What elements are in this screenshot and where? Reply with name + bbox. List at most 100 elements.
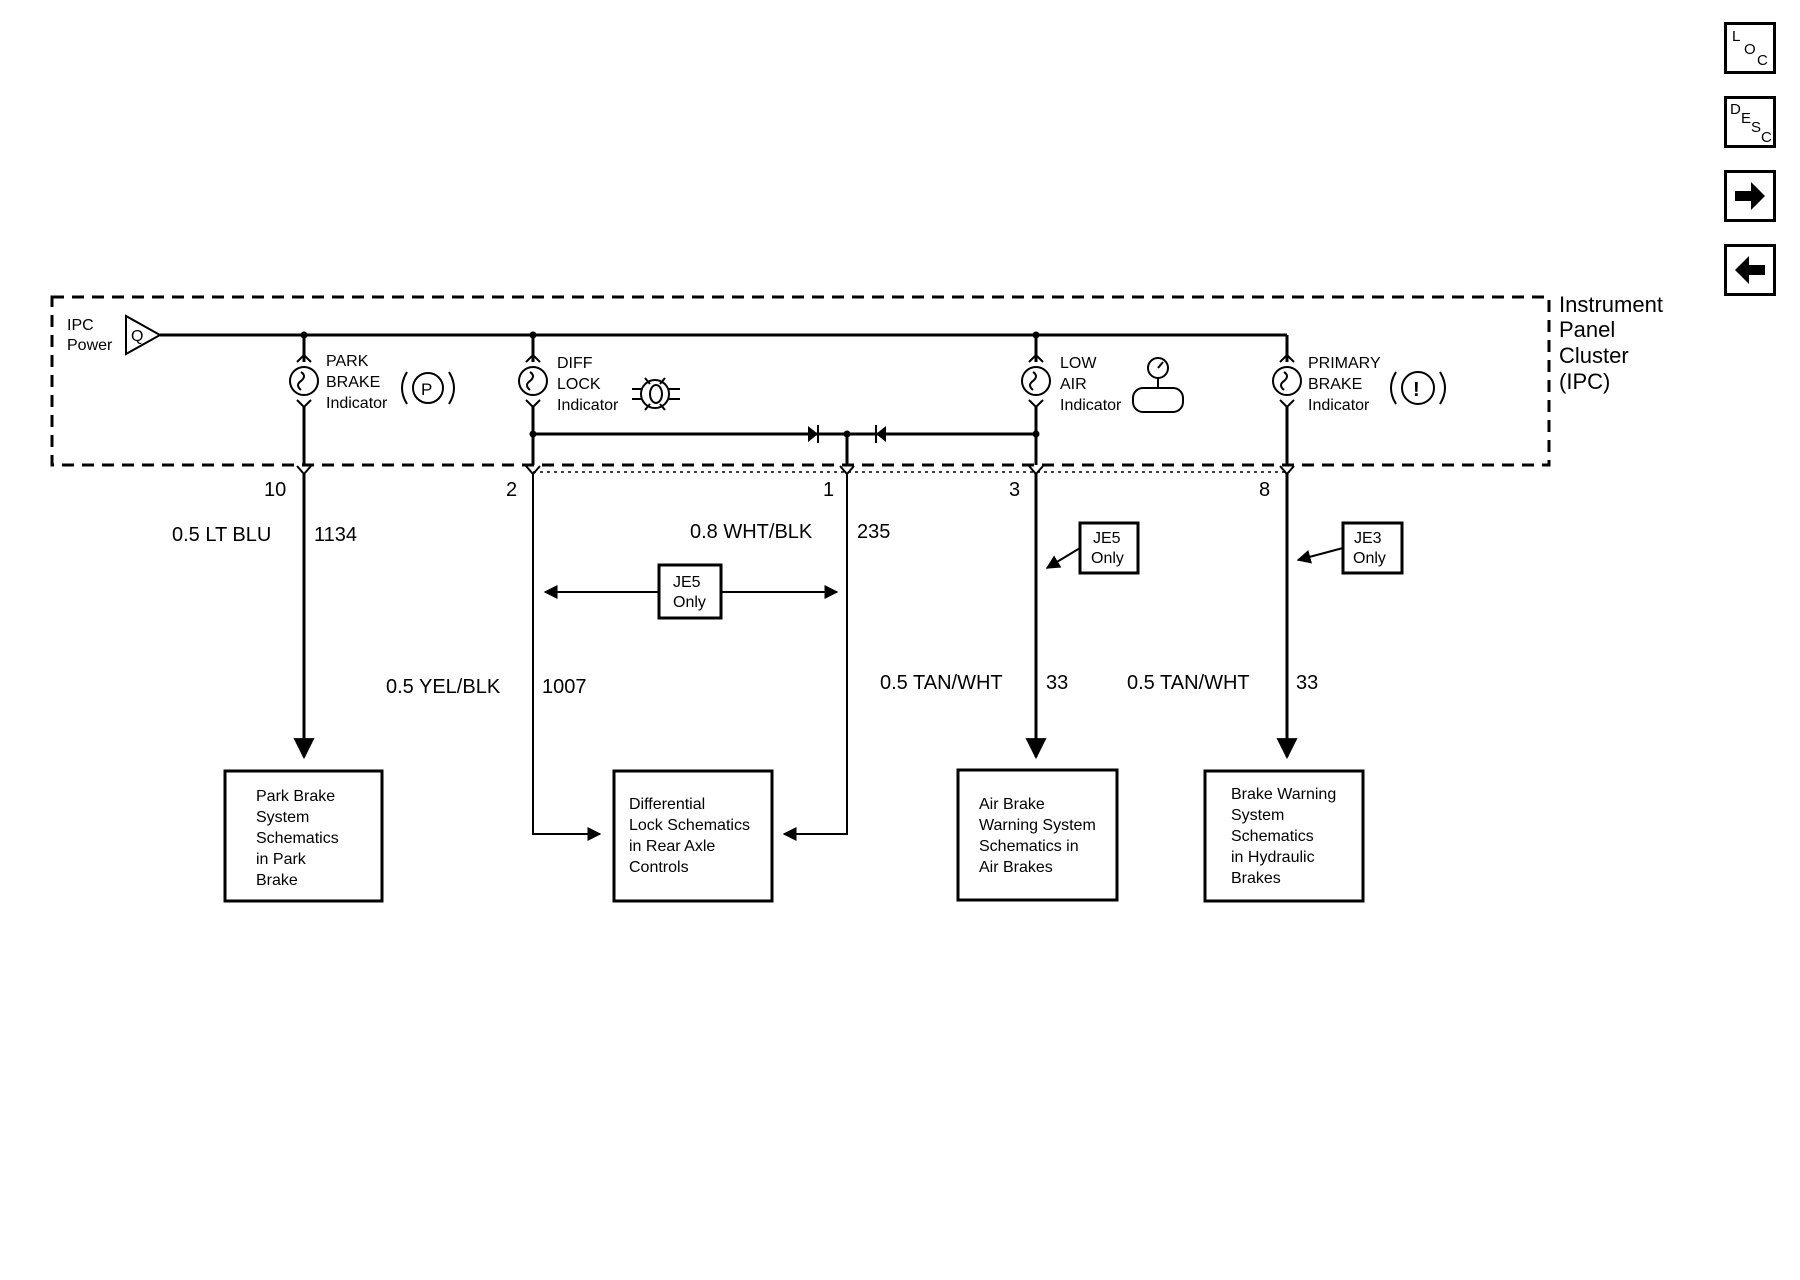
diode-icon: [876, 426, 886, 442]
pin-label: 2: [506, 479, 517, 501]
wire-1134: 0.5 LT BLU 1134: [172, 474, 357, 760]
svg-text:System: System: [1231, 807, 1284, 824]
svg-text:Schematics: Schematics: [256, 830, 339, 847]
svg-text:Lock Schematics: Lock Schematics: [629, 817, 750, 834]
svg-text:Only: Only: [673, 594, 706, 611]
svg-text:BRAKE: BRAKE: [1308, 376, 1362, 393]
svg-text:Brake: Brake: [256, 872, 298, 889]
svg-text:P: P: [421, 380, 432, 399]
loc-letter: L: [1732, 28, 1741, 45]
description-button[interactable]: D E S C: [1724, 96, 1776, 148]
svg-text:Warning System: Warning System: [979, 817, 1096, 834]
pin-label: 3: [1009, 479, 1020, 501]
loc-letter: O: [1744, 41, 1756, 58]
svg-text:Park Brake: Park Brake: [256, 788, 335, 805]
svg-text:Indicator: Indicator: [326, 395, 388, 412]
svg-text:JE5: JE5: [1093, 530, 1121, 547]
wire-33-air: 0.5 TAN/WHT 33: [880, 474, 1068, 760]
svg-text:Only: Only: [1353, 550, 1386, 567]
svg-text:LOW: LOW: [1060, 355, 1097, 372]
bulb-icon: [289, 366, 319, 396]
pin-label: 10: [264, 479, 286, 501]
pin-label: 1: [823, 479, 834, 501]
bulb-icon: [1272, 366, 1302, 396]
svg-text:235: 235: [857, 521, 890, 543]
svg-text:0.5 YEL/BLK: 0.5 YEL/BLK: [386, 676, 501, 698]
dest-park-brake-schematics[interactable]: Park Brake System Schematics in Park Bra…: [223, 769, 384, 903]
diode-bus: [529, 425, 1040, 465]
svg-text:Air Brakes: Air Brakes: [979, 859, 1053, 876]
park-brake-indicator: PARK BRAKE Indicator P: [289, 335, 455, 465]
wire-1007: 0.5 YEL/BLK 1007: [386, 474, 602, 841]
bulb-icon: [518, 366, 548, 396]
svg-text:AIR: AIR: [1060, 376, 1087, 393]
svg-text:!: !: [1413, 379, 1420, 401]
svg-text:Instrument: Instrument: [1559, 292, 1663, 317]
svg-text:Brake Warning: Brake Warning: [1231, 786, 1336, 803]
option-je3-hydraulic: JE3 Only: [1296, 521, 1404, 575]
desc-letter: S: [1751, 119, 1762, 136]
cluster-label: Instrument Panel Cluster (IPC): [1559, 292, 1663, 394]
svg-text:in Hydraulic: in Hydraulic: [1231, 849, 1315, 866]
svg-text:0.5 TAN/WHT: 0.5 TAN/WHT: [880, 672, 1003, 694]
svg-text:1007: 1007: [542, 676, 587, 698]
svg-text:Indicator: Indicator: [1308, 397, 1370, 414]
svg-text:Q: Q: [131, 328, 143, 345]
forward-button[interactable]: [1724, 170, 1776, 222]
brake-warning-symbol-icon: !: [1390, 371, 1446, 405]
back-button[interactable]: [1724, 244, 1776, 296]
desc-letter: D: [1730, 101, 1741, 118]
svg-text:Controls: Controls: [629, 859, 689, 876]
svg-text:PRIMARY: PRIMARY: [1308, 355, 1381, 372]
park-brake-symbol-icon: P: [401, 371, 455, 405]
svg-text:Indicator: Indicator: [557, 397, 619, 414]
svg-text:Brakes: Brakes: [1231, 870, 1281, 887]
svg-text:Power: Power: [67, 337, 113, 354]
air-tank-gauge-icon: [1132, 357, 1184, 413]
svg-text:33: 33: [1046, 672, 1068, 694]
svg-text:JE3: JE3: [1354, 530, 1382, 547]
svg-text:Only: Only: [1091, 550, 1124, 567]
svg-text:LOCK: LOCK: [557, 376, 601, 393]
svg-text:0.5 TAN/WHT: 0.5 TAN/WHT: [1127, 672, 1250, 694]
ipc-boundary: [50, 295, 1551, 467]
svg-text:33: 33: [1296, 672, 1318, 694]
svg-text:PARK: PARK: [326, 353, 369, 370]
svg-text:in Rear Axle: in Rear Axle: [629, 838, 715, 855]
option-je5-air: JE5 Only: [1045, 521, 1140, 575]
low-air-indicator: LOW AIR Indicator: [1021, 335, 1184, 465]
option-je5-diff: JE5 Only: [543, 563, 839, 620]
svg-text:1134: 1134: [314, 524, 357, 546]
svg-text:Cluster: Cluster: [1559, 343, 1629, 368]
svg-text:0.8 WHT/BLK: 0.8 WHT/BLK: [690, 521, 813, 543]
dest-air-brake-warning-schematics[interactable]: Air Brake Warning System Schematics in A…: [956, 768, 1119, 902]
diode-icon: [808, 426, 818, 442]
dest-differential-lock-schematics[interactable]: Differential Lock Schematics in Rear Axl…: [612, 769, 774, 903]
wire-33-hydraulic: 0.5 TAN/WHT 33: [1127, 474, 1318, 760]
bulb-icon: [1021, 366, 1051, 396]
svg-text:IPC: IPC: [67, 317, 94, 334]
svg-text:in Park: in Park: [256, 851, 307, 868]
location-button[interactable]: L O C: [1724, 22, 1776, 74]
svg-text:Schematics: Schematics: [1231, 828, 1314, 845]
right-arrow-icon: [1735, 182, 1765, 210]
svg-text:Indicator: Indicator: [1060, 397, 1122, 414]
pin-label: 8: [1259, 479, 1270, 501]
left-arrow-icon: [1735, 256, 1765, 284]
svg-text:Air Brake: Air Brake: [979, 796, 1045, 813]
svg-text:(IPC): (IPC): [1559, 369, 1610, 394]
svg-text:JE5: JE5: [673, 574, 701, 591]
diff-lock-indicator: DIFF LOCK Indicator: [518, 335, 680, 465]
svg-text:Schematics in: Schematics in: [979, 838, 1079, 855]
svg-text:System: System: [256, 809, 309, 826]
connector-pins: 10 2 1 3 8: [264, 465, 1295, 501]
dest-brake-warning-hydraulic-schematics[interactable]: Brake Warning System Schematics in Hydra…: [1203, 769, 1365, 903]
svg-text:BRAKE: BRAKE: [326, 374, 380, 391]
desc-letter: C: [1761, 129, 1772, 146]
loc-letter: C: [1757, 52, 1768, 69]
svg-text:0.5 LT BLU: 0.5 LT BLU: [172, 524, 271, 546]
diff-lock-symbol-icon: [632, 377, 680, 411]
svg-text:Differential: Differential: [629, 796, 705, 813]
primary-brake-indicator: PRIMARY BRAKE Indicator !: [1272, 335, 1446, 465]
